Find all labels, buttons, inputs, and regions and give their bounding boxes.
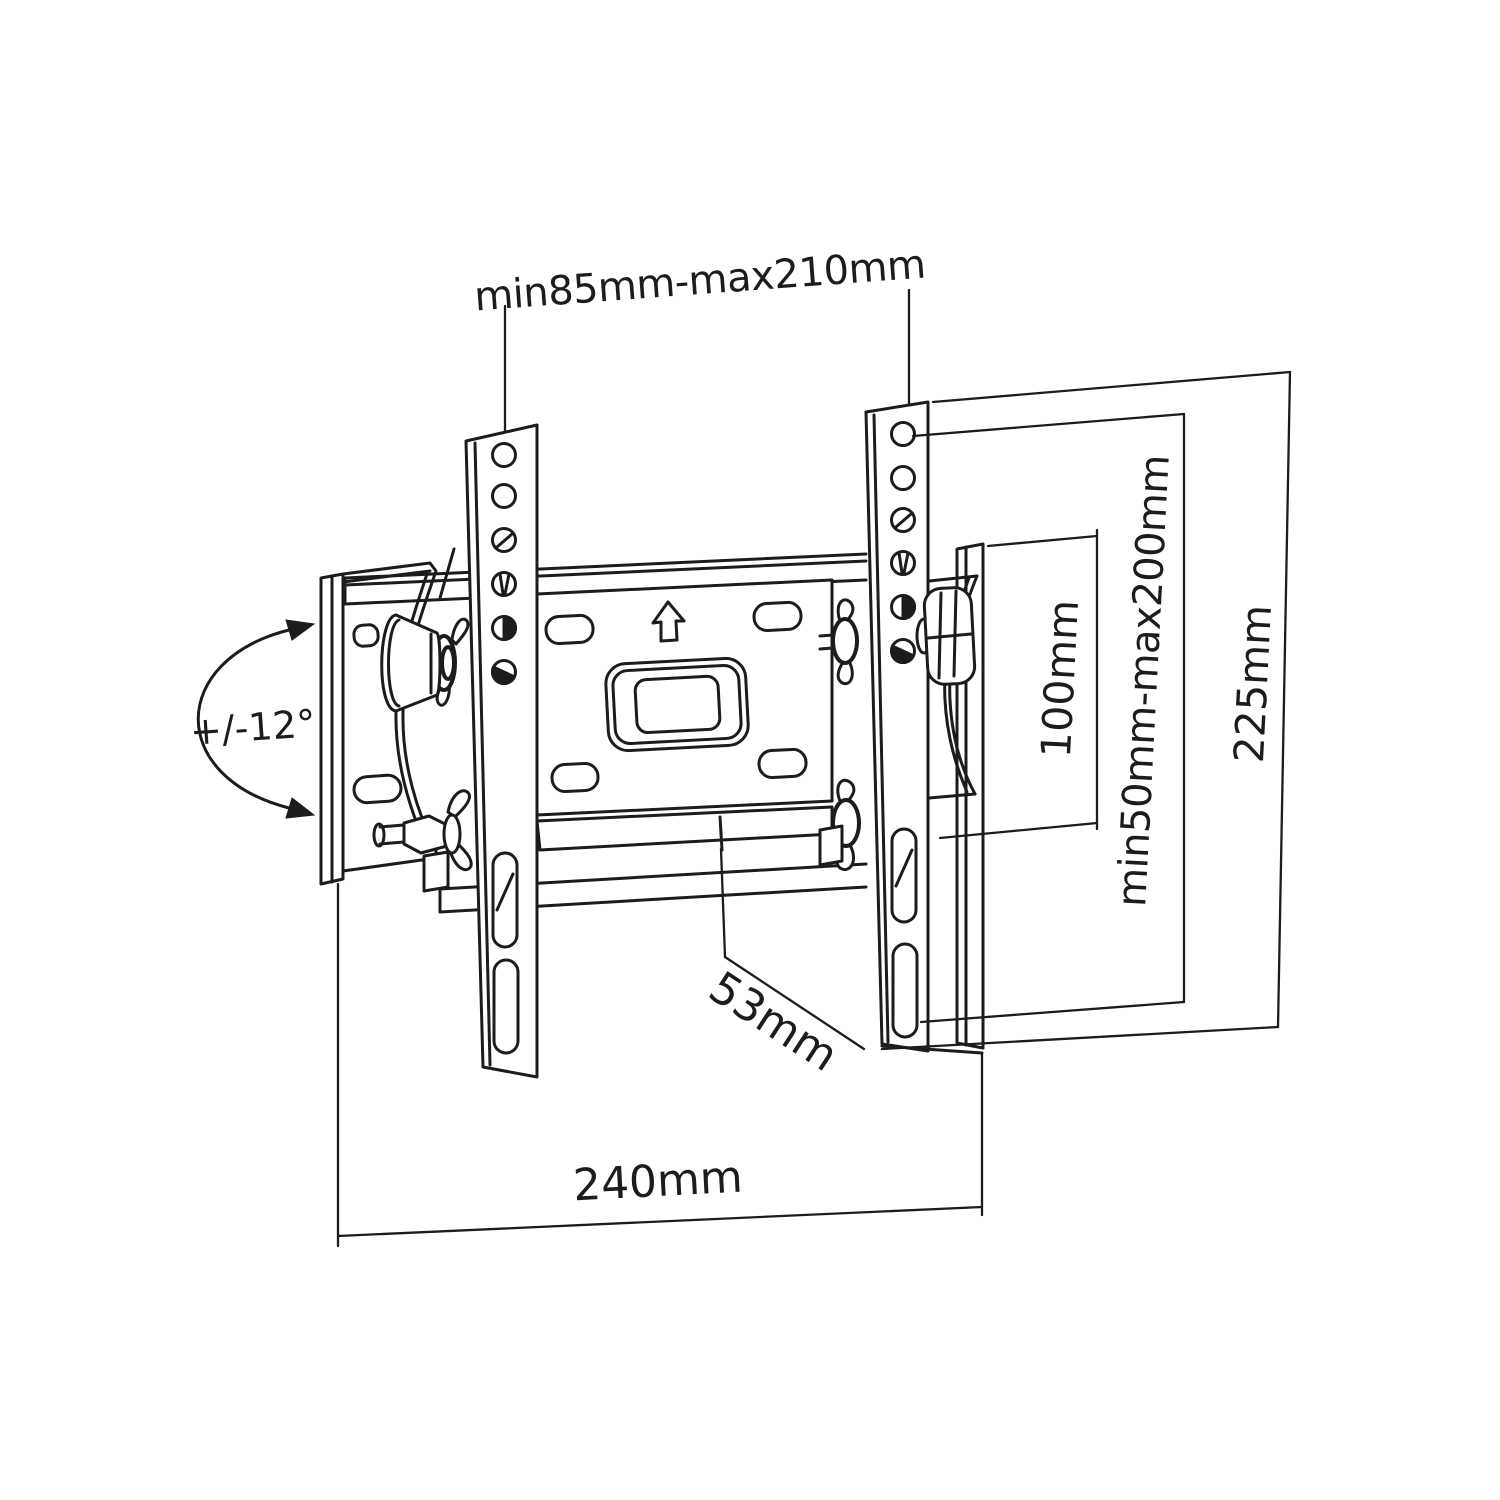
- dim-top-width-leaders: [503, 288, 911, 433]
- dim-depth: [719, 847, 866, 1051]
- plate-central-opening: [604, 656, 750, 753]
- arm-hole: [890, 507, 916, 533]
- arc-arrowhead-top: [285, 619, 316, 641]
- dim-label-vesa-range: min50mm-max200mm: [1109, 454, 1179, 908]
- arm-hole: [890, 465, 916, 491]
- plate-slot-top-left: [544, 613, 595, 646]
- plate-slot-top-right: [752, 600, 803, 633]
- dim-label-top-width: min85mm-max210mm: [473, 242, 927, 321]
- left-tv-arm: [438, 423, 539, 1079]
- right-tilt-knob: [915, 586, 977, 686]
- dim-label-overall-height: 225mm: [1225, 604, 1281, 764]
- wing-nut-foot: [818, 824, 844, 867]
- plate-slot-bottom-right: [757, 747, 808, 780]
- arm-hole: [491, 483, 517, 509]
- arm-hole: [491, 442, 517, 468]
- knob-wing-top: [450, 617, 470, 646]
- dim-label-overall-width: 240mm: [572, 1152, 744, 1212]
- arm-flange-edge: [438, 547, 456, 600]
- arm-hole: [491, 571, 517, 597]
- arm-hole: [491, 527, 517, 553]
- arm-slot: [491, 851, 519, 949]
- arm-hole: [890, 421, 916, 447]
- dim-overall-height: [880, 370, 1292, 1051]
- dim-overall-width: [336, 882, 984, 1248]
- left-tilt-knob: [380, 613, 470, 713]
- arm-slot: [890, 827, 918, 924]
- lip-divider: [718, 815, 724, 852]
- dim-label-inner-height: 100mm: [1032, 599, 1088, 759]
- side-bracket-tab: [352, 623, 380, 648]
- plate-slot-bottom-left: [550, 761, 600, 794]
- bracket-art: [319, 400, 985, 1079]
- right-wing-nut-top: [818, 598, 859, 685]
- arm-slot: [891, 942, 919, 1039]
- dim-vesa-range: [911, 412, 1186, 1024]
- side-bracket-slot: [352, 773, 403, 805]
- up-arrow-icon: [651, 600, 686, 643]
- dimension-lines: [196, 288, 1292, 1248]
- right-wing-nut-bottom: [818, 778, 861, 871]
- arm-hole: [890, 550, 916, 576]
- arm-slot: [492, 958, 520, 1055]
- dim-inner-height: [938, 528, 1099, 840]
- wing-bolt-foot: [422, 850, 450, 893]
- dim-tilt-arc: [196, 619, 316, 819]
- left-wing-bolt: [372, 789, 473, 893]
- arc-arrowhead-bottom: [285, 797, 316, 819]
- wall-plate: [535, 578, 834, 852]
- right-tv-arm: [864, 400, 930, 1053]
- dim-label-tilt: +/-12°: [189, 701, 317, 754]
